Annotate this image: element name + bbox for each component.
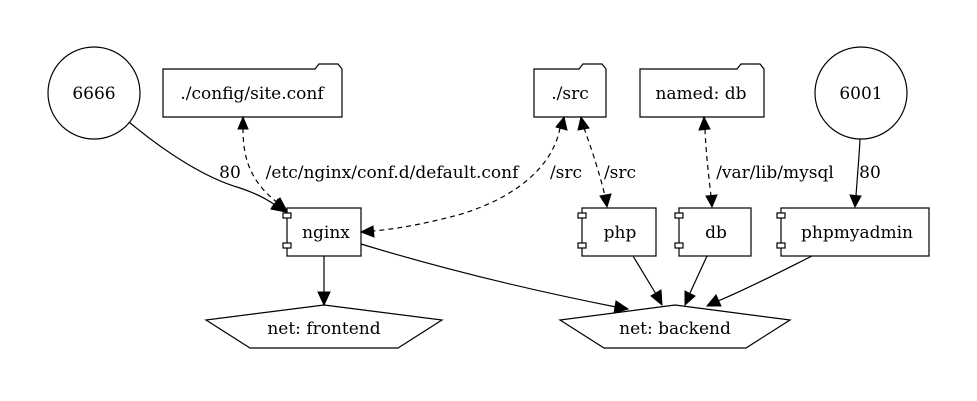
arrowhead-icon (684, 290, 696, 307)
node-db-label: db (705, 223, 727, 243)
edge-nameddb-to-db-label: /var/lib/mysql (716, 163, 834, 183)
node-site-conf: ./config/site.conf (162, 63, 343, 118)
edge-db-to-backend (684, 255, 708, 307)
edge-src-to-php: /src (577, 115, 636, 209)
arrowhead-icon (613, 300, 630, 314)
arrowhead-icon (705, 294, 722, 307)
node-phpmyadmin: phpmyadmin (776, 207, 930, 257)
edge-siteconf-to-nginx: /etc/nginx/conf.d/default.conf (237, 115, 521, 212)
edge-6001-to-phpmyadmin-label: 80 (859, 163, 881, 183)
edge-nameddb-to-db: /var/lib/mysql (698, 115, 834, 209)
edge-nginx-to-frontend (317, 256, 331, 307)
edge-src-to-php-label: /src (604, 163, 636, 183)
arrowhead-icon (705, 194, 718, 209)
arrowhead-icon (237, 115, 249, 130)
arrowhead-icon (650, 289, 663, 307)
edge-6666-to-nginx-label: 80 (219, 163, 241, 183)
edge-php-to-backend (632, 255, 663, 307)
node-phpmyadmin-label: phpmyadmin (801, 223, 913, 243)
arrowhead-icon (271, 197, 288, 212)
node-nginx: nginx (282, 207, 362, 257)
arrowhead-icon (555, 115, 568, 131)
edge-siteconf-to-nginx-label: /etc/nginx/conf.d/default.conf (266, 163, 521, 183)
edge-src-to-nginx-label: /src (550, 163, 582, 183)
node-named-db-label: named: db (655, 84, 746, 104)
arrowhead-icon (317, 291, 331, 307)
edge-phpmyadmin-to-backend (705, 255, 813, 307)
arrowhead-icon (698, 115, 711, 131)
node-db: db (674, 207, 752, 257)
node-net-frontend-label: net: frontend (267, 319, 380, 339)
edge-src-to-nginx: /src (359, 115, 582, 238)
node-php-label: php (604, 223, 637, 243)
node-src-folder-label: ./src (551, 84, 589, 104)
node-site-conf-label: ./config/site.conf (180, 84, 325, 104)
node-named-db: named: db (639, 63, 765, 118)
arrowhead-icon (577, 115, 590, 131)
node-net-backend-label: net: backend (619, 319, 731, 339)
arrowhead-icon (359, 225, 375, 238)
node-port-6001: 6001 (814, 46, 908, 140)
node-php: php (577, 207, 657, 257)
node-port-6666-label: 6666 (72, 84, 115, 104)
edge-6001-to-phpmyadmin: 80 (849, 138, 881, 209)
edge-6666-to-nginx: 80 (128, 121, 288, 213)
edge-nginx-to-backend (360, 243, 630, 314)
node-src-folder: ./src (533, 63, 607, 118)
node-net-frontend: net: frontend (204, 304, 444, 349)
node-nginx-label: nginx (302, 223, 350, 243)
node-port-6666: 6666 (47, 46, 141, 140)
node-port-6001-label: 6001 (839, 84, 882, 104)
node-net-backend: net: backend (558, 304, 792, 349)
arrowhead-icon (599, 193, 612, 209)
arrowhead-icon (849, 194, 862, 209)
